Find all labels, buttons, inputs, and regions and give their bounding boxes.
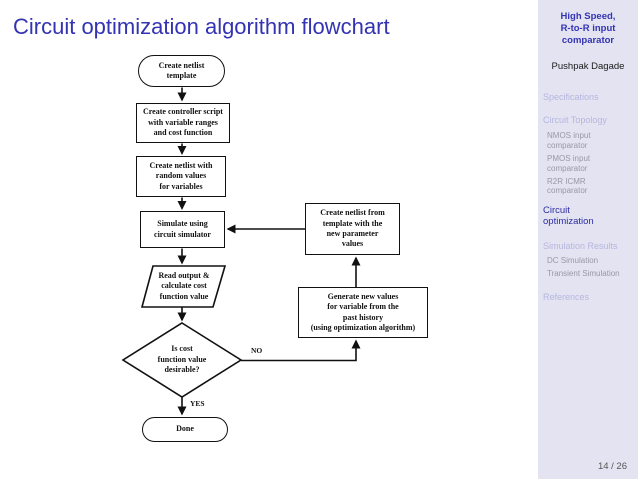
sidebar-item-references[interactable]: References	[543, 292, 590, 303]
flow-label-no: NO	[251, 346, 263, 355]
io-parallelogram-shape	[140, 265, 227, 308]
sidebar-item-r2r-icmr-comparator[interactable]: R2R ICMR comparator	[547, 176, 588, 196]
flow-node-decision: Is cost function value desirable?	[157, 344, 207, 375]
flow-label-yes: YES	[190, 399, 205, 408]
sidebar: High Speed, R-to-R input comparator Push…	[538, 0, 638, 479]
flow-connectors	[121, 87, 361, 416]
sidebar-nav: Specifications Circuit Topology NMOS inp…	[538, 92, 638, 303]
sidebar-item-simulation-results[interactable]: Simulation Results	[543, 240, 618, 251]
sidebar-item-transient-simulation[interactable]: Transient Simulation	[547, 268, 620, 278]
main-area: Circuit optimization algorithm flowchart	[13, 14, 428, 442]
flow-node-create-netlist-random: Create netlist with random values for va…	[136, 156, 226, 197]
decision-diamond-shape	[121, 322, 243, 398]
sidebar-presentation-title: High Speed, R-to-R input comparator	[560, 11, 616, 46]
flow-node-done: Done	[142, 417, 228, 442]
flowchart: Create netlist template Create controlle…	[121, 55, 428, 442]
sidebar-item-specifications[interactable]: Specifications	[543, 91, 599, 102]
flow-node-simulate: Simulate using circuit simulator	[140, 211, 225, 248]
sidebar-item-dc-simulation[interactable]: DC Simulation	[547, 256, 599, 266]
sidebar-author: Pushpak Dagade	[551, 60, 625, 72]
sidebar-item-circuit-topology[interactable]: Circuit Topology	[543, 115, 607, 126]
flow-node-generate-new-values: Generate new values for variable from th…	[298, 287, 428, 338]
sidebar-item-circuit-optimization[interactable]: Circuit optimization	[543, 204, 594, 228]
flow-arrow-no-to-generate	[241, 339, 361, 362]
sidebar-item-pmos-input-comparator[interactable]: PMOS input comparator	[547, 154, 591, 173]
page-title: Circuit optimization algorithm flowchart	[13, 14, 390, 39]
flow-node-create-controller-script: Create controller script with variable r…	[136, 103, 230, 143]
flow-node-create-netlist-from-template: Create netlist from template with the ne…	[305, 203, 400, 255]
flow-node-read-output: Read output & calculate cost function va…	[158, 270, 210, 301]
flow-node-create-netlist-template: Create netlist template	[138, 55, 225, 87]
sidebar-item-nmos-input-comparator[interactable]: NMOS input comparator	[547, 131, 591, 150]
page-number: 14 / 26	[597, 461, 627, 472]
